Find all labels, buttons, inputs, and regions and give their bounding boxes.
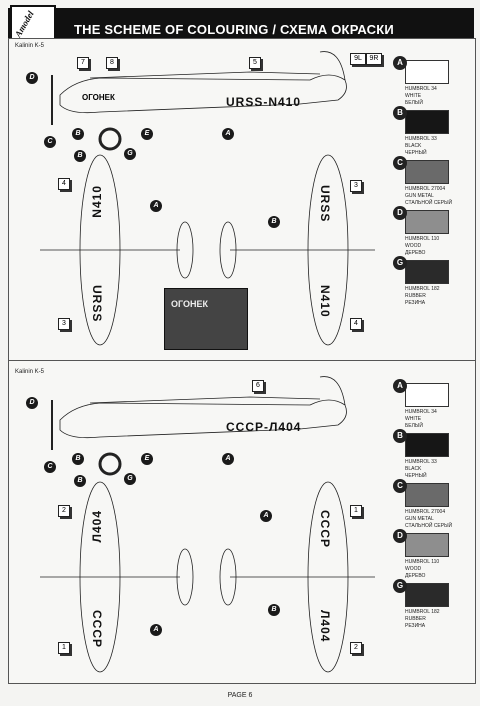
top-view-1-tail	[176, 221, 194, 279]
registration-wing-1a: URSS	[90, 285, 104, 323]
swatch-letter: G	[393, 256, 407, 270]
registration-side-2: СССР-Л404	[226, 420, 302, 434]
bottom-view-2-tail	[219, 548, 237, 606]
swatch-box	[405, 60, 449, 84]
part-number-box: 1	[58, 642, 70, 654]
side-view-2-wheel	[98, 452, 122, 476]
swatch-box	[405, 483, 449, 507]
color-callout: B	[72, 128, 84, 140]
swatch-text: HUMBROL 110 WOOD ДЕРЕВО	[405, 559, 440, 579]
color-callout: A	[222, 128, 234, 140]
swatch-letter: C	[393, 479, 407, 493]
side-view-2-tail	[319, 376, 346, 406]
color-callout: B	[72, 453, 84, 465]
swatch-box	[405, 260, 449, 284]
page-number: PAGE 6	[227, 692, 253, 699]
side-view-2-fuselage	[59, 399, 347, 439]
part-number-box: 5	[249, 57, 261, 69]
registration-wing-2b: СССР	[90, 610, 104, 649]
color-callout: B	[74, 150, 86, 162]
part-number-box: 9L	[350, 53, 366, 65]
color-callout: A	[222, 453, 234, 465]
side-view-2-wing	[89, 396, 321, 404]
part-number-box: 9R	[366, 53, 382, 65]
color-callout: E	[141, 128, 153, 140]
registration-wing-2a: Л404	[90, 510, 104, 543]
color-callout: A	[150, 200, 162, 212]
panel-scheme-2: Kalinin K-5	[8, 360, 476, 684]
color-callout: A	[260, 510, 272, 522]
color-callout: B	[268, 216, 280, 228]
color-callout: B	[268, 604, 280, 616]
registration-top-1: N410	[90, 185, 104, 218]
swatch-box	[405, 533, 449, 557]
swatch-letter: C	[393, 156, 407, 170]
swatch-text: HUMBROL 182 RUBBER РЕЗИНА	[405, 286, 440, 306]
registration-wing-1c: N410	[318, 285, 332, 318]
panel-1-label: Kalinin K-5	[15, 43, 45, 49]
registration-wing-1b: URSS	[318, 185, 332, 223]
part-number-box: 4	[58, 178, 70, 190]
swatch-text: HUMBROL 27004 GUN METAL СТАЛЬНОЙ СЕРЫЙ	[405, 509, 453, 529]
color-callout: E	[141, 453, 153, 465]
bottom-view-1-tail	[219, 221, 237, 279]
color-callout: G	[124, 148, 136, 160]
swatch-letter: B	[393, 429, 407, 443]
top-view-2-tail	[176, 548, 194, 606]
reference-photo: ОГОНЕК	[164, 288, 248, 350]
panel-2-label: Kalinin K-5	[15, 369, 45, 375]
color-callout: D	[26, 397, 38, 409]
swatch-text: HUMBROL 110 WOOD ДЕРЕВО	[405, 236, 440, 256]
part-number-box: 6	[252, 380, 264, 392]
part-number-box: 7	[77, 57, 89, 69]
part-number-box: 2	[350, 642, 362, 654]
swatch-letter: D	[393, 529, 407, 543]
swatch-box	[405, 433, 449, 457]
swatch-letter: A	[393, 379, 407, 393]
swatch-letter: A	[393, 56, 407, 70]
color-callout: C	[44, 136, 56, 148]
part-number-box: 8	[106, 57, 118, 69]
part-number-box: 2	[58, 505, 70, 517]
color-callout: C	[44, 461, 56, 473]
part-number-box: 3	[58, 318, 70, 330]
swatch-letter: D	[393, 206, 407, 220]
side-view-1-wheel	[98, 127, 122, 151]
header-bar: THE SCHEME OF COLOURING / СХЕМА ОКРАСКИ	[8, 8, 474, 38]
swatch-text: HUMBROL 34 WHITE БЕЛЫЙ	[405, 409, 437, 429]
swatch-text: HUMBROL 27004 GUN METAL СТАЛЬНОЙ СЕРЫЙ	[405, 186, 453, 206]
page-title: THE SCHEME OF COLOURING / СХЕМА ОКРАСКИ	[74, 22, 394, 37]
registration-wing-2c: СССР	[318, 510, 332, 549]
color-callout: G	[124, 473, 136, 485]
photo-text: ОГОНЕК	[171, 299, 208, 309]
color-callout: D	[26, 72, 38, 84]
swatch-text: HUMBROL 33 BLACK ЧЕРНЫЙ	[405, 459, 437, 479]
registration-side-1: URSS-N410	[226, 95, 302, 109]
swatch-text: HUMBROL 33 BLACK ЧЕРНЫЙ	[405, 136, 437, 156]
part-number-box: 4	[350, 318, 362, 330]
part-number-box: 1	[350, 505, 362, 517]
swatch-letter: G	[393, 579, 407, 593]
side-view-1-tail	[319, 51, 346, 81]
part-number-box: 3	[350, 180, 362, 192]
color-callout: B	[74, 475, 86, 487]
registration-wing-2d: Л404	[318, 610, 332, 643]
swatch-box	[405, 110, 449, 134]
side-view-1-wing	[89, 71, 321, 79]
swatch-box	[405, 160, 449, 184]
swatch-box	[405, 383, 449, 407]
swatch-letter: B	[393, 106, 407, 120]
swatch-box	[405, 210, 449, 234]
side-view-1-fuselage	[59, 74, 347, 114]
color-callout: A	[150, 624, 162, 636]
fuselage-badge: ОГОНЕК	[82, 93, 115, 102]
swatch-box	[405, 583, 449, 607]
swatch-text: HUMBROL 34 WHITE БЕЛЫЙ	[405, 86, 437, 106]
swatch-text: HUMBROL 182 RUBBER РЕЗИНА	[405, 609, 440, 629]
